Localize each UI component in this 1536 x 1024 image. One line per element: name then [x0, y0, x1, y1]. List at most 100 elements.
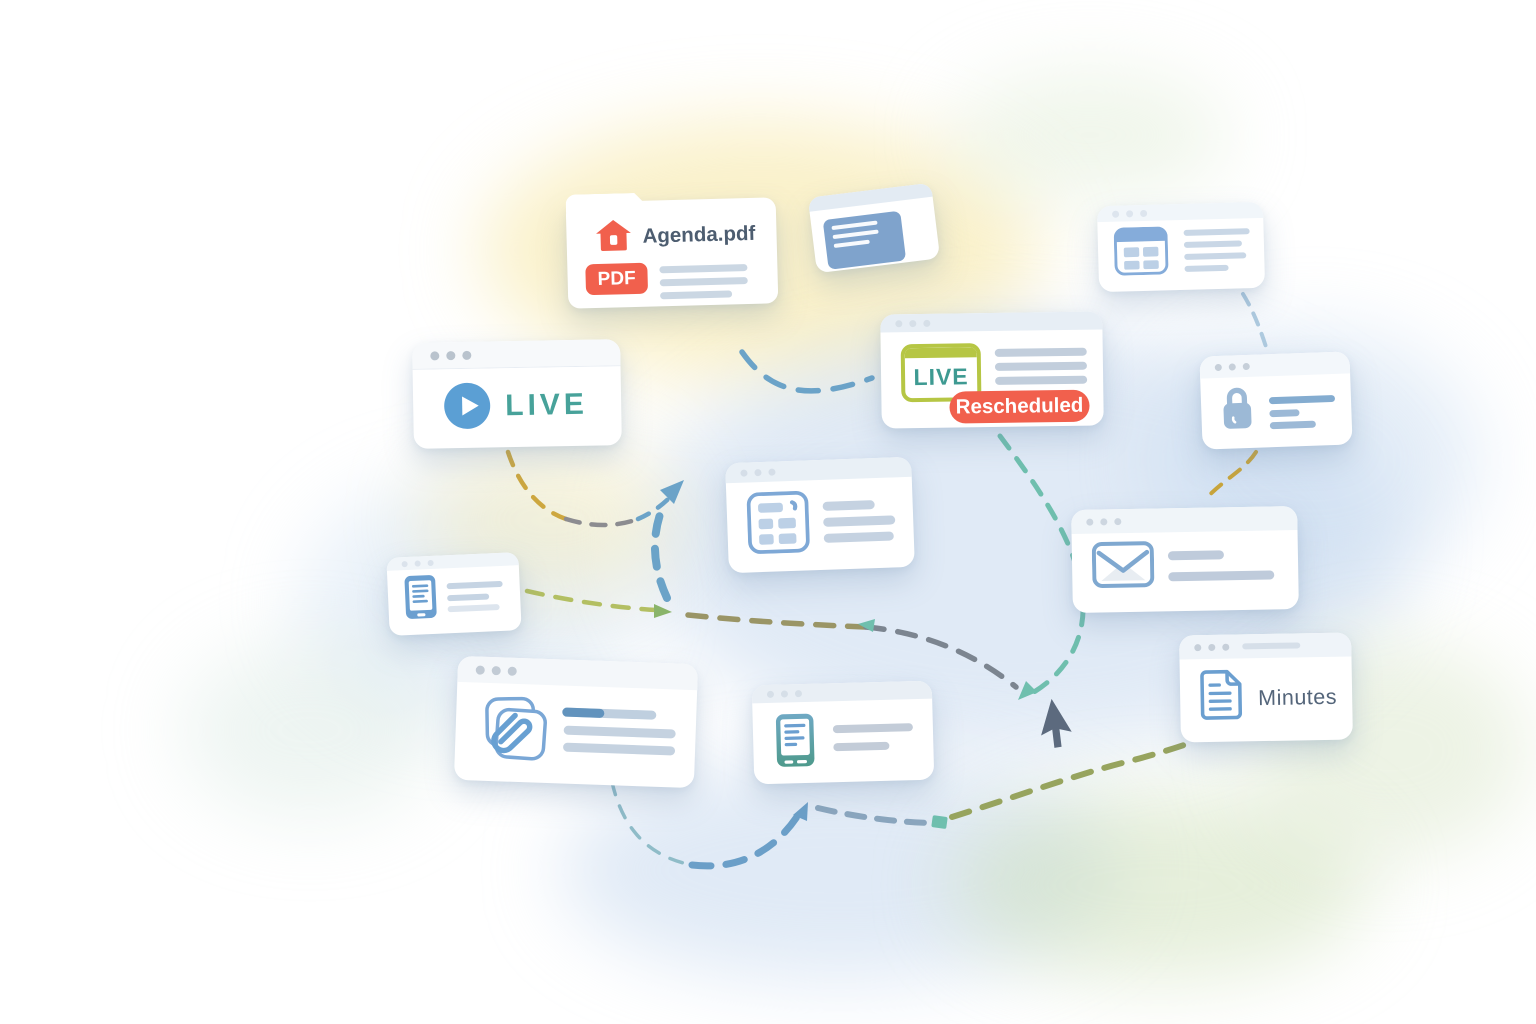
window-header [1179, 632, 1352, 660]
text-line [659, 277, 748, 287]
text-line [995, 375, 1088, 385]
dashed-connector-teal [997, 433, 1086, 695]
pdf-badge: PDF [585, 262, 649, 296]
window-dot [895, 319, 903, 327]
window-dot [507, 666, 517, 676]
window-dot [1228, 362, 1236, 371]
window-dot [401, 560, 408, 567]
minutes-label: Minutes [1257, 684, 1338, 711]
window-dot [1086, 518, 1094, 526]
window-header [412, 339, 621, 370]
text-line [832, 723, 913, 734]
window-dot [462, 350, 472, 360]
window-dot [1194, 643, 1202, 651]
address-bar [1242, 642, 1301, 650]
window-dot [430, 350, 440, 361]
arrowhead-green [654, 604, 672, 618]
window-dot [740, 469, 748, 477]
window-dot [780, 689, 789, 698]
dashed-connector-olive-right [949, 742, 1187, 820]
dashed-connector-mustard [1202, 450, 1258, 503]
lock-icon [1223, 387, 1252, 429]
window-dot [794, 689, 803, 697]
dashed-connector-gray [863, 624, 1019, 690]
window-dot [909, 319, 917, 327]
text-line [563, 725, 676, 738]
text-line [823, 515, 896, 527]
agenda-pdf-card: Agenda.pdf PDF [566, 197, 779, 309]
window-header [880, 311, 1103, 333]
window-dot [491, 665, 501, 675]
window-header [1199, 351, 1351, 379]
window-dot [1214, 363, 1222, 371]
secure-card [1199, 351, 1353, 450]
text-line [659, 264, 748, 274]
window-dot [1208, 643, 1216, 651]
dashed-connector-olive [685, 612, 869, 630]
tablet-teal-card [751, 680, 935, 785]
live-player-card: LIVE [412, 339, 622, 449]
arrowhead-blue-up [793, 802, 808, 821]
window-dot [1112, 210, 1120, 218]
window-dot [1242, 362, 1250, 370]
document-icon [1200, 669, 1243, 720]
text-line [447, 593, 490, 602]
text-line [1269, 420, 1316, 430]
text-line [1268, 394, 1336, 405]
calendar-browser-card [1096, 201, 1266, 293]
dashed-connector-blue-thick [650, 505, 671, 602]
text-line [1269, 409, 1300, 418]
text-line [1184, 264, 1229, 272]
window-dot [475, 664, 485, 675]
paperclip-icon [485, 696, 547, 761]
text-line [1183, 240, 1243, 248]
dashed-connector-slate [563, 516, 641, 528]
mail-card [1071, 506, 1299, 613]
window-dot [1126, 209, 1134, 217]
window-dot [414, 559, 421, 567]
text-line [833, 741, 890, 752]
text-line [447, 604, 500, 613]
arrowhead-blue [660, 480, 684, 504]
arrowhead-teal-down [1018, 681, 1037, 700]
dashed-connector-blue-bottom [688, 808, 804, 870]
arrowhead-teal-left [858, 619, 875, 632]
pointer-cursor [1041, 698, 1072, 748]
dashed-connector-blue [635, 492, 675, 522]
envelope-icon [1091, 541, 1155, 588]
file-name: Agenda.pdf [642, 221, 756, 248]
text-line [1167, 550, 1225, 561]
text-line [994, 361, 1088, 371]
window-dot [754, 468, 762, 476]
window-dot [446, 350, 456, 360]
live-chip-label: LIVE [913, 362, 969, 390]
tablet-icon [775, 713, 815, 767]
window-header [751, 680, 933, 704]
live-label: LIVE [504, 387, 589, 423]
marker-teal-square [931, 815, 948, 829]
progress-line-fill [562, 707, 605, 718]
note-card [807, 182, 941, 274]
text-line [1168, 570, 1275, 582]
dashed-connector-bluegray [815, 805, 933, 826]
tablet-small-card [386, 552, 522, 636]
window-dot [768, 468, 776, 476]
dashed-connector-yellow [505, 449, 569, 522]
text-line [562, 742, 676, 755]
dashed-connector-faint-blue [1241, 292, 1269, 352]
window-dot [1140, 209, 1148, 217]
dashed-connector-agenda-live [739, 349, 875, 394]
window-dot [1100, 517, 1108, 525]
text-line [822, 500, 875, 511]
live-event-card: LIVE Rescheduled [880, 311, 1104, 429]
calendar-icon [1113, 226, 1169, 276]
dashed-connector-teal-thin [610, 780, 694, 867]
text-line [823, 531, 894, 543]
tablet-icon [404, 575, 437, 619]
window-dot [427, 559, 434, 566]
text-line [446, 580, 503, 590]
minutes-card: Minutes [1179, 632, 1353, 743]
schedule-grid-icon [746, 491, 810, 554]
